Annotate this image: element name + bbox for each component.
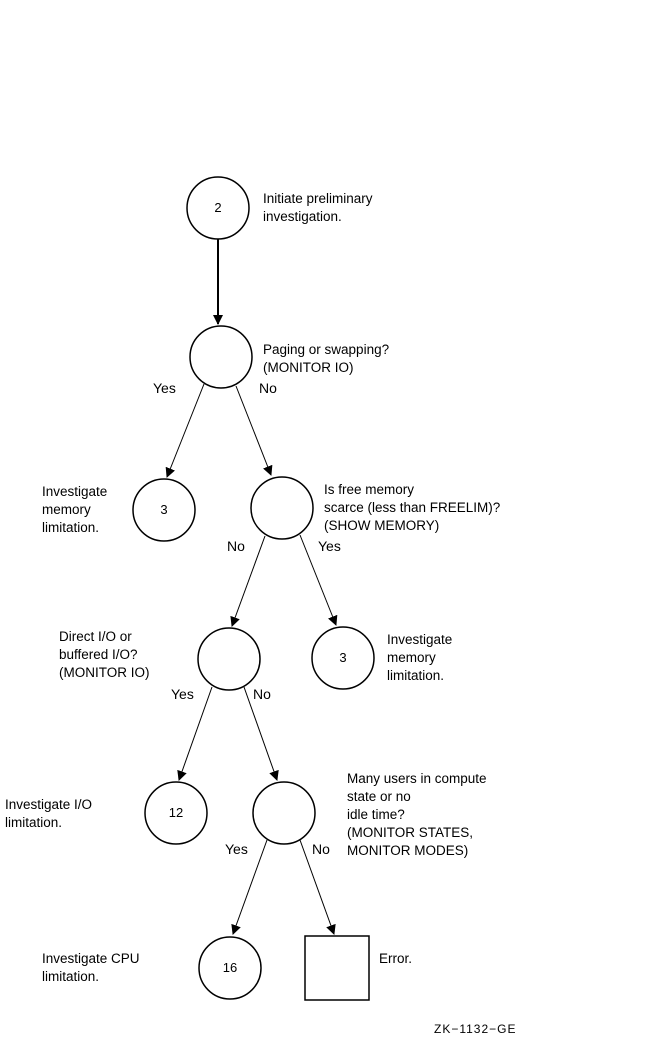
many-users-decision-circle [252, 781, 316, 845]
error-box [304, 935, 370, 1001]
many-users-no-arrow [299, 839, 336, 935]
paging-no-label: No [259, 380, 277, 396]
many-users-yes-label: Yes [225, 841, 248, 857]
direct-io-decision-circle [197, 627, 261, 691]
io-limit-node-number: 12 [168, 805, 184, 820]
paging-yes-arrow [165, 383, 205, 478]
io-limit-node-circle [144, 781, 208, 845]
direct-io-yes-arrow [177, 686, 213, 781]
free-memory-no-arrow [230, 535, 266, 627]
free-memory-yes-arrow [299, 534, 338, 626]
direct-io-no-arrow [243, 686, 279, 781]
paging-yes-label: Yes [153, 380, 176, 396]
free-memory-yes-label: Yes [318, 538, 341, 554]
cpu-limit-node-circle [198, 936, 262, 1000]
many-users-yes-arrow [231, 839, 268, 935]
free-memory-decision-circle [250, 476, 314, 540]
memory-left-node-circle [132, 478, 196, 542]
memory-right-node-number: 3 [339, 650, 347, 665]
direct-io-yes-label: Yes [171, 686, 194, 702]
memory-left-node-number: 3 [160, 502, 168, 517]
error-label: Error. [379, 951, 413, 966]
paging-decision-circle [189, 325, 253, 389]
direct-io-no-label: No [253, 686, 271, 702]
many-users-no-label: No [312, 841, 330, 857]
paging-question: Paging or swapping?(MONITOR IO) [263, 342, 390, 375]
memory-right-node-circle [311, 626, 375, 690]
free-memory-no-label: No [227, 538, 245, 554]
paging-no-arrow [235, 385, 273, 476]
figure-id: ZK−1132−GE [434, 1022, 517, 1036]
start-node-number: 2 [214, 200, 222, 215]
cpu-limit-node-number: 16 [222, 960, 238, 975]
